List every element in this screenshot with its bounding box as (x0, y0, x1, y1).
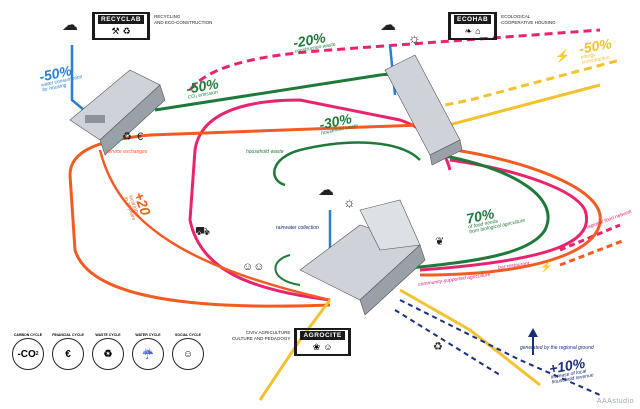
cloud-icon-ecohab: ☁ (380, 17, 396, 34)
orange-flow-exit (559, 238, 626, 267)
watermark: AAAstudio (596, 398, 634, 405)
navy-flow-dashed (399, 299, 601, 396)
legend-financial-caption: financial cycle (52, 333, 84, 337)
navy-arrowhead (528, 328, 538, 337)
cloud-icon-agro: ☁ (318, 182, 334, 199)
agrocite-subtitle-2: CULTURE AND PEDAGOGY (232, 335, 291, 341)
ecohab-subtitle-2: COOPERATIVE HOUSING (501, 19, 556, 25)
legend-social: social cycle ☺ (172, 333, 204, 370)
magenta-flow-top (188, 28, 601, 91)
recyclab-title: RECYCLAB (98, 15, 145, 24)
ecohab-hub: ECOHAB ❧⌂ ECOLOGICAL COOPERATIVE HOUSING (448, 12, 556, 40)
plant-icon: ❀ (312, 342, 321, 352)
house-icon: ⌂ (475, 26, 481, 36)
yellow-flow-down (258, 299, 332, 401)
navy-flow-dashed-2 (394, 309, 501, 376)
recyclab-bracket: RECYCLAB ⚒♻ (92, 12, 151, 40)
legend-waste-ring: waste cycle ♻ (92, 333, 124, 370)
people-icon-agro: ☺ (323, 342, 333, 352)
bin-icon: ♻ (433, 341, 443, 353)
recycle-icon: ♻ (122, 131, 132, 143)
legend-carbon-symbol: -CO (17, 348, 36, 360)
ecohab-building (384, 54, 463, 166)
green-flow-right (409, 153, 550, 270)
legend-financial-ring: financial cycle € (52, 333, 84, 370)
agrocite-title: AGROCITE (300, 331, 345, 340)
sun-icon-agro: ☼ (343, 194, 356, 210)
label-household-waste: household waste (246, 149, 284, 155)
green-flow-agro (274, 254, 301, 286)
legend-water-caption: water cycle (135, 333, 161, 337)
ecohab-bracket: ECOHAB ❧⌂ (448, 12, 498, 40)
legend-social-symbol: ☺ (182, 348, 194, 360)
label-rainwater: rainwater collection (276, 225, 319, 231)
agrocite-building (299, 199, 426, 316)
cloud-icon: ☁ (62, 17, 78, 34)
yellow-flow-ecohab (429, 83, 601, 132)
orange-flow-right (419, 148, 602, 277)
wheat-icon: ❦ (435, 236, 444, 248)
leaf-icon: ❧ (464, 26, 473, 36)
legend-carbon-caption: carbon cycle (13, 333, 43, 337)
plug-icon: ⚡ (540, 260, 552, 273)
label-generated: generated by the regional ground (520, 345, 594, 351)
legend-waste-symbol: ♻ (103, 348, 113, 360)
green-flow-mid (273, 141, 421, 187)
legend-social-ring: social cycle ☺ (172, 333, 204, 370)
pylon-icon: ⚡ (555, 49, 570, 63)
agrocite-subtitle-1: CIVIV AGRICULTURE (245, 330, 291, 335)
recyclab-subtitle-2: AND ECO-CONSTRUCTION (154, 19, 213, 25)
agrocite-bracket: AGROCITE ❀☺ (294, 328, 351, 356)
yellow-flow-agro (399, 288, 541, 387)
label-services: service exchanges (106, 149, 148, 155)
ecohab-title: ECOHAB (454, 15, 492, 24)
legend-water: water cycle ☔ (132, 333, 164, 370)
legend-carbon-ring: carbon cycle -CO2 (12, 333, 44, 370)
recyclab-hub: RECYCLAB ⚒♻ RECYCLING AND ECO-CONSTRUCTI… (92, 12, 212, 40)
sun-icon: ☼ (408, 30, 421, 46)
magenta-flow-exit (559, 223, 621, 252)
euro-icon: € (137, 131, 143, 143)
tools-icon: ⚒ (111, 26, 120, 36)
legend-financial-symbol: € (65, 348, 71, 360)
agrocite-hub: AGROCITE ❀☺ CIVIV AGRICULTURE CULTURE AN… (232, 328, 351, 356)
legend-waste: waste cycle ♻ (92, 333, 124, 370)
legend-carbon: carbon cycle -CO2 (12, 333, 44, 370)
magenta-flow-right (419, 158, 588, 272)
yellow-flow-top (419, 58, 621, 112)
tractor-icon: ⛟ (195, 224, 210, 238)
people-icon: ☺☺ (242, 261, 264, 273)
ecohab-subtitle-1: ECOLOGICAL (501, 14, 531, 19)
legend-financial: financial cycle € (52, 333, 84, 370)
bin-icon-recyclab: ♻ (122, 26, 131, 36)
legend-water-symbol: ☔ (141, 348, 155, 360)
legend-carbon-sub: 2 (35, 351, 39, 357)
recyclab-building (69, 69, 166, 156)
legend-social-caption: social cycle (175, 333, 201, 337)
legend-water-ring: water cycle ☔ (132, 333, 164, 370)
recyclab-subtitle-1: RECYCLING (154, 14, 181, 19)
legend-waste-caption: waste cycle (95, 333, 121, 337)
orange-flow-lower (98, 149, 331, 302)
